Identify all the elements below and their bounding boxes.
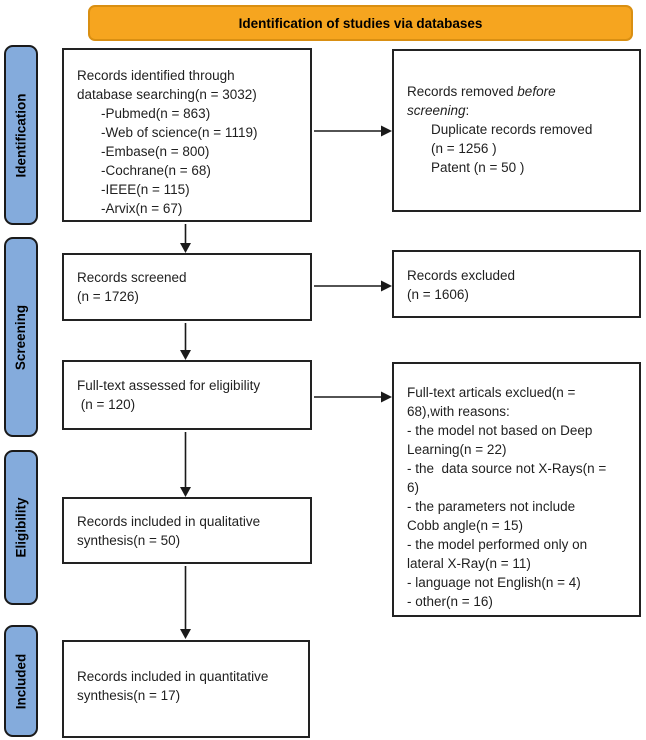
box-line: 68),with reasons: bbox=[407, 404, 510, 419]
box-line-database: -Cochrane(n = 68) bbox=[101, 163, 211, 178]
box-line-reason: Duplicate records removed bbox=[431, 122, 593, 137]
box-records-removed-before-screening: Records removed before screening: Duplic… bbox=[392, 49, 641, 212]
box-line-database: -Embase(n = 800) bbox=[101, 144, 210, 159]
box-line-reason: - language not English(n = 4) bbox=[407, 575, 581, 590]
box-line-reason: 6) bbox=[407, 480, 420, 495]
arrow-down-fulltext-to-qualitative bbox=[180, 432, 191, 497]
stage-label-screening: Screening bbox=[4, 237, 38, 437]
box-line-reason: lateral X-Ray(n = 11) bbox=[407, 556, 531, 571]
box-line-reason: - the data source not X-Rays(n = bbox=[407, 461, 607, 476]
stage-label-identification: Identification bbox=[4, 45, 38, 225]
box-line: (n = 120) bbox=[77, 397, 136, 412]
box-line: Records screened bbox=[77, 270, 187, 285]
box-line: screening: bbox=[407, 103, 470, 118]
box-line-reason: - other(n = 16) bbox=[407, 594, 493, 609]
stage-label-text: Eligibility bbox=[13, 497, 29, 558]
box-line-reason: Cobb angle(n = 15) bbox=[407, 518, 523, 533]
box-fulltext-excluded: Full-text articals exclued(n = 68),with … bbox=[392, 362, 641, 617]
arrow-right-screened-to-excluded bbox=[314, 280, 392, 292]
box-line: Records identified through bbox=[77, 68, 235, 83]
box-line: Records excluded bbox=[407, 268, 516, 283]
box-records-identified: Records identified through database sear… bbox=[62, 48, 312, 222]
box-line: Records included in qualitative bbox=[77, 514, 261, 529]
arrow-right-fulltext-to-fulltext-excluded bbox=[314, 391, 392, 403]
box-line: Full-text articals exclued(n = bbox=[407, 385, 576, 400]
banner-identification-via-databases: Identification of studies via databases bbox=[88, 5, 633, 41]
box-line: (n = 1726) bbox=[77, 289, 139, 304]
arrow-right-identified-to-removed bbox=[314, 125, 392, 137]
box-line-reason: - the model performed only on bbox=[407, 537, 588, 552]
stage-label-included: Included bbox=[4, 625, 38, 737]
box-line: Records included in quantitative bbox=[77, 669, 269, 684]
box-fulltext-assessed: Full-text assessed for eligibility (n = … bbox=[62, 360, 312, 430]
box-line-reason: - the model not based on Deep bbox=[407, 423, 593, 438]
stage-label-eligibility: Eligibility bbox=[4, 450, 38, 605]
box-line: (n = 1606) bbox=[407, 287, 469, 302]
box-line-reason: Learning(n = 22) bbox=[407, 442, 507, 457]
arrow-down-screened-to-fulltext bbox=[180, 323, 191, 360]
box-records-excluded: Records excluded (n = 1606) bbox=[392, 250, 641, 318]
stage-label-text: Identification bbox=[13, 93, 29, 177]
box-line: Full-text assessed for eligibility bbox=[77, 378, 261, 393]
box-line-reason: - the parameters not include bbox=[407, 499, 576, 514]
box-line-database: -IEEE(n = 115) bbox=[101, 182, 190, 197]
banner-title: Identification of studies via databases bbox=[238, 15, 483, 31]
box-line-database: -Arvix(n = 67) bbox=[101, 201, 183, 216]
box-line-database: -Pubmed(n = 863) bbox=[101, 106, 211, 121]
box-line-database: -Web of science(n = 1119) bbox=[101, 125, 258, 140]
box-line-reason: Patent (n = 50 ) bbox=[431, 160, 525, 175]
stage-label-text: Screening bbox=[13, 304, 29, 370]
box-line-reason: (n = 1256 ) bbox=[431, 141, 497, 156]
stage-label-text: Included bbox=[13, 653, 29, 709]
arrow-down-qualitative-to-quantitative bbox=[180, 566, 191, 639]
box-line: synthesis(n = 50) bbox=[77, 533, 181, 548]
box-qualitative-synthesis: Records included in qualitative synthesi… bbox=[62, 497, 312, 564]
box-quantitative-synthesis: Records included in quantitative synthes… bbox=[62, 640, 310, 738]
box-line: database searching(n = 3032) bbox=[77, 87, 257, 102]
box-line: Records removed before bbox=[407, 84, 556, 99]
box-records-screened: Records screened (n = 1726) bbox=[62, 253, 312, 321]
box-line: synthesis(n = 17) bbox=[77, 688, 181, 703]
arrow-down-identified-to-screened bbox=[180, 224, 191, 253]
